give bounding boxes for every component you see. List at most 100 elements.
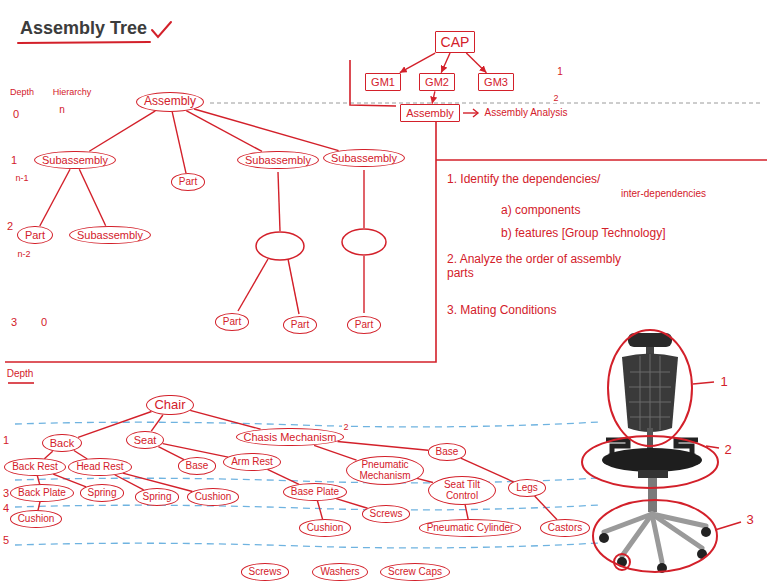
- annotation-label: 1: [2, 434, 10, 447]
- tree-branch: [163, 444, 228, 457]
- node-text: Screws: [370, 508, 403, 520]
- node-text: Pneumatic Mechanism: [354, 459, 416, 482]
- part-oval: Cushion: [299, 519, 352, 537]
- tree-branch: [194, 109, 338, 151]
- assembly-analysis-arrow: [463, 112, 478, 113]
- annotation-label: b) features [Group Technology]: [500, 227, 667, 241]
- node-text: Back Rest: [12, 461, 58, 473]
- annotation-label: 0: [40, 316, 48, 329]
- title-underline: [152, 22, 171, 37]
- part-oval: Pneumatic Cylinder: [419, 519, 522, 537]
- part-oval: Back Plate: [10, 484, 74, 502]
- chair-illustration: [622, 354, 678, 433]
- chair-illustration: [640, 356, 641, 430]
- unlabelled-subassembly: [256, 232, 304, 260]
- node-text: Pneumatic Cylinder: [427, 522, 514, 534]
- node-text: Chair: [154, 398, 185, 413]
- callout-leader: [715, 522, 741, 530]
- tree-branch: [186, 111, 262, 152]
- node-text: Subassembly: [77, 229, 143, 242]
- chair-illustration: [660, 356, 661, 430]
- annotation-label: 3: [10, 316, 18, 329]
- node-text: Cushion: [18, 513, 55, 525]
- assembly-analysis-arrow: [463, 109, 478, 117]
- tree-branch-line: [278, 172, 280, 231]
- tree-branch-line: [363, 170, 364, 228]
- part-oval: Part: [215, 313, 249, 331]
- node-text: Spring: [143, 491, 172, 503]
- node-text: Screw Caps: [388, 566, 442, 578]
- chair-callout-ring: [582, 330, 718, 572]
- process-box: Assembly: [400, 104, 460, 123]
- annotation-label: 2: [723, 443, 732, 458]
- unlabelled-subassembly: [342, 229, 386, 255]
- process-box: CAP: [435, 31, 476, 53]
- part-oval: Seat Tilt Control: [428, 476, 496, 505]
- flow-arrow: [400, 53, 435, 73]
- tree-branch-line: [238, 259, 268, 311]
- assembly-analysis-arrow: [473, 109, 478, 117]
- node-text: Subassembly: [42, 154, 108, 167]
- annotation-label: 0: [12, 108, 20, 121]
- flow-arrow: [466, 53, 486, 73]
- template-rule: [210, 103, 760, 104]
- part-oval: Cushion: [187, 488, 240, 506]
- chair-illustration: [701, 527, 711, 537]
- annotation-label: 5: [2, 534, 10, 547]
- slide-title: Assembly Tree: [20, 18, 147, 39]
- part-oval: Cushion: [10, 510, 63, 528]
- node-text: Head Rest: [76, 461, 123, 473]
- tree-branch: [465, 504, 468, 519]
- callout-leader: [693, 382, 714, 384]
- tree-branch: [338, 442, 428, 451]
- node-text: Cushion: [307, 522, 344, 534]
- node-text: Chasis Mechanism: [244, 431, 337, 444]
- part-oval: Subassembly: [69, 226, 151, 245]
- part-oval: Arm Rest: [223, 453, 281, 471]
- tree-branch: [172, 112, 186, 173]
- flow-arrow: [441, 53, 450, 73]
- chair-illustration: [628, 333, 672, 347]
- node-text: Subassembly: [245, 154, 311, 167]
- tree-branch-line: [288, 259, 299, 314]
- part-oval: Part: [17, 226, 53, 245]
- annotation-label: 1: [556, 66, 564, 78]
- node-text: Back Plate: [18, 487, 66, 499]
- node-text: Cushion: [195, 491, 232, 503]
- node-text: Assembly: [406, 107, 454, 120]
- title-underline: [18, 42, 150, 43]
- annotation-label: n: [58, 104, 66, 116]
- process-box: GM2: [419, 73, 455, 92]
- part-oval: Back: [42, 434, 82, 453]
- annotation-label: 1. Identify the dependencies/: [446, 173, 601, 187]
- part-oval: Screws: [241, 563, 290, 581]
- node-text: Assembly: [144, 95, 196, 109]
- node-text: Seat Tilt Control: [436, 479, 488, 502]
- annotation-label: n-2: [16, 249, 31, 259]
- node-text: GM1: [371, 76, 395, 89]
- part-oval: Head Rest: [68, 458, 131, 476]
- annotation-label: inter-dependencies: [620, 188, 707, 200]
- annotation-label: Hierarchy: [52, 87, 93, 97]
- chair-illustration: [599, 333, 711, 573]
- node-text: Arm Rest: [231, 456, 273, 468]
- part-oval: Chair: [146, 395, 193, 416]
- annotation-label: 3: [745, 513, 754, 528]
- annotation-label: 4: [2, 502, 10, 515]
- part-oval: Screws: [362, 505, 411, 523]
- depth-guide-line: [15, 505, 600, 510]
- node-text: Spring: [88, 487, 117, 499]
- tree-branch: [40, 169, 70, 226]
- part-oval: Base: [428, 443, 467, 461]
- chair-illustration: [652, 514, 706, 526]
- node-text: Part: [179, 176, 197, 188]
- part-oval: Back Rest: [4, 458, 66, 476]
- node-text: Legs: [516, 482, 538, 494]
- part-oval: Screw Caps: [380, 563, 450, 581]
- node-text: Base: [436, 446, 459, 458]
- part-oval: Pneumatic Mechanism: [346, 456, 424, 485]
- part-oval: Part: [347, 316, 381, 334]
- chair-callout-ring: [614, 554, 630, 570]
- chair-illustration: [650, 354, 651, 432]
